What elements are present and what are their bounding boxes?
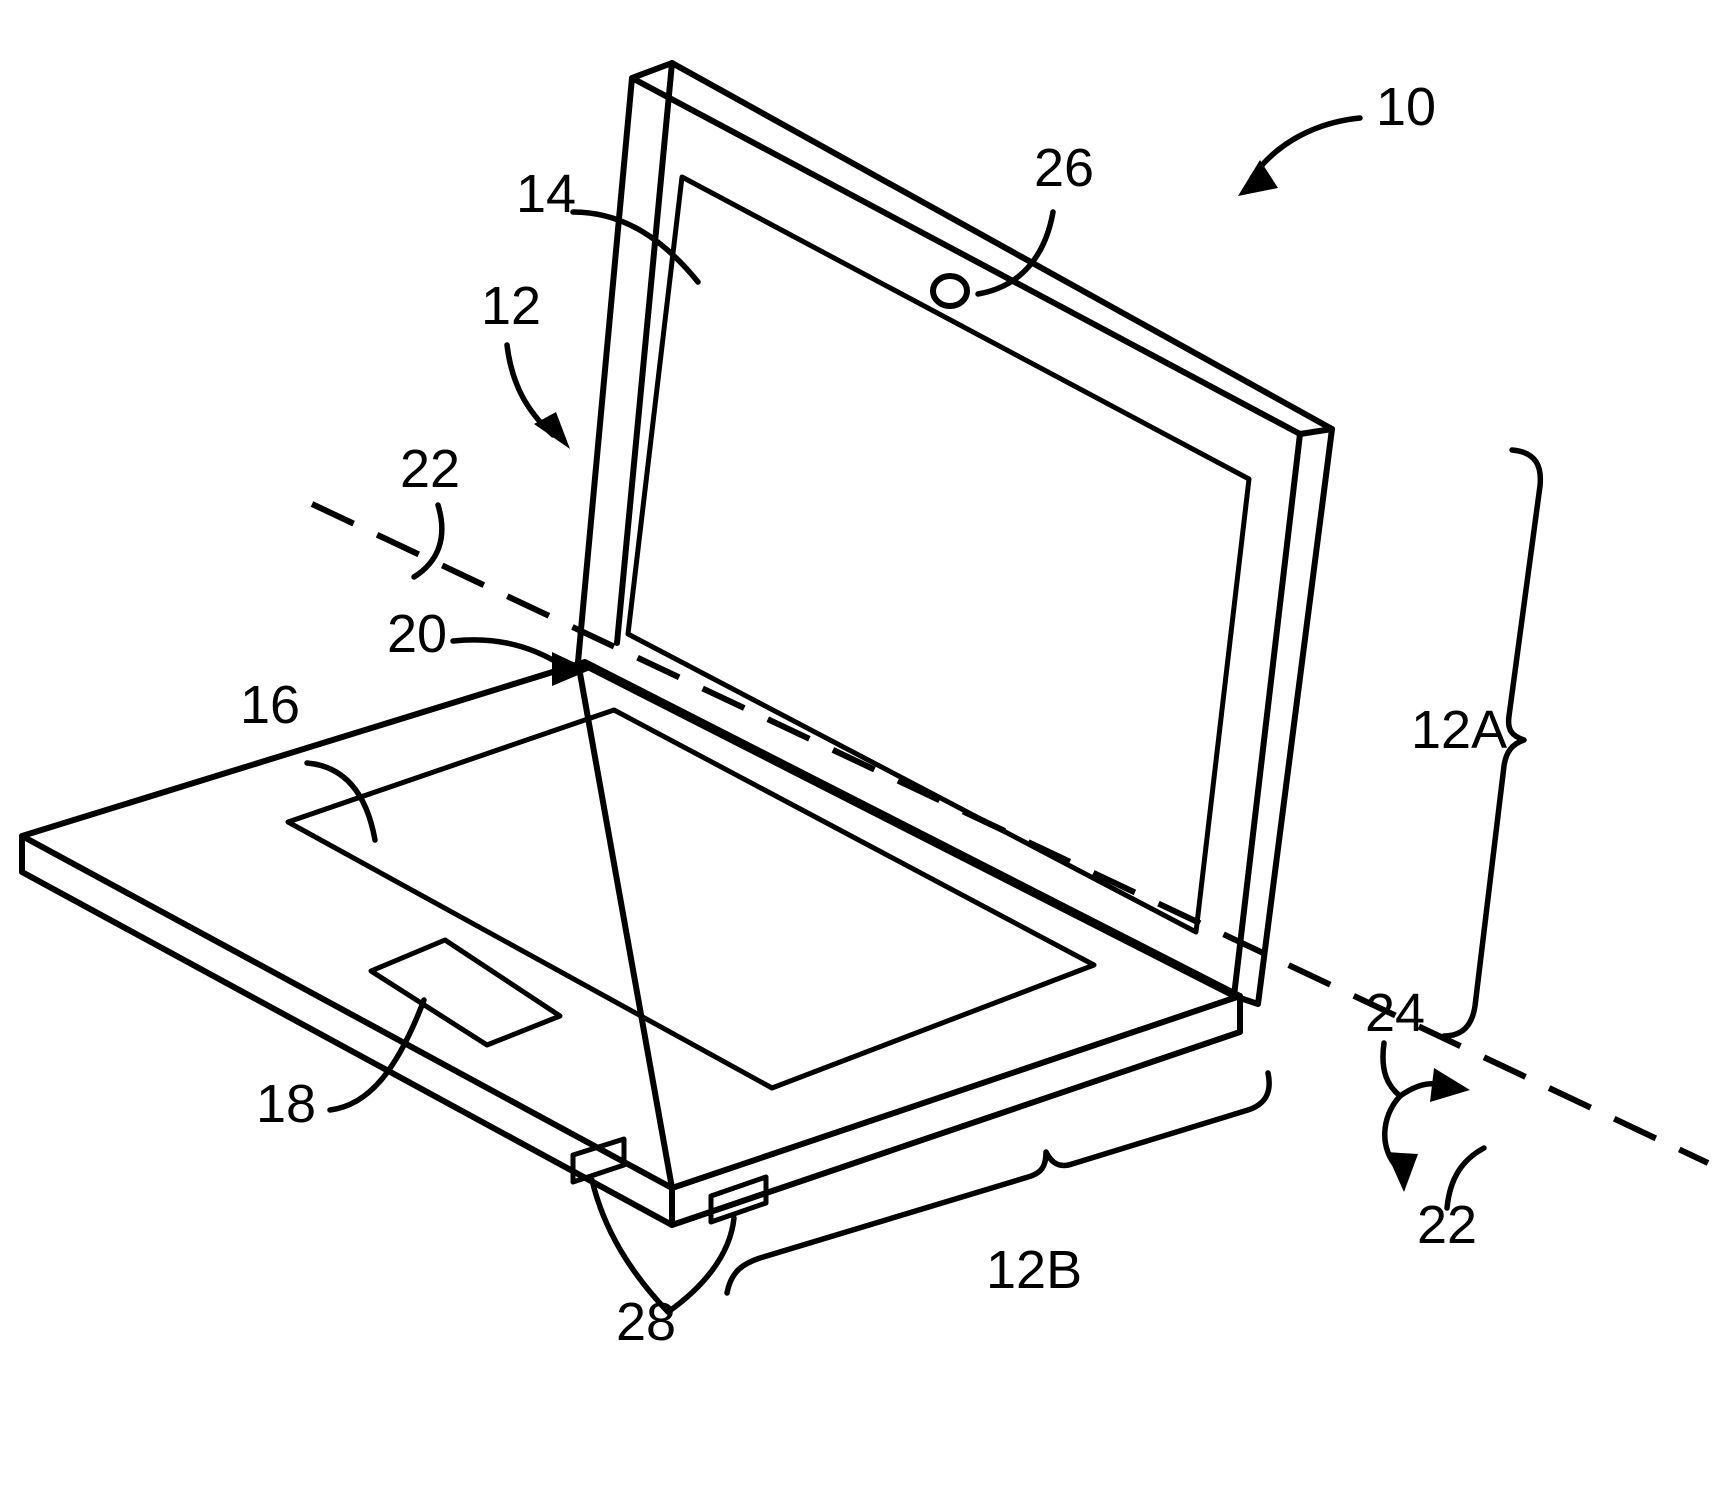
callout-28: 28 [589,1177,737,1352]
callout-24: 24 [1365,983,1470,1192]
reference-numeral-24-text: 24 [1365,983,1425,1043]
reference-numeral-10-text: 10 [1376,77,1436,137]
reference-numeral-22-upper-text: 22 [400,439,460,499]
hinge [575,659,675,1191]
callout-16: 16 [240,675,378,843]
callout-12A: 12A [1411,447,1544,1039]
callout-10: 10 [1238,77,1436,196]
reference-numeral-18-text: 18 [256,1074,316,1134]
reference-numeral-12-text: 12 [481,276,541,336]
callout-12B: 12B [724,1070,1272,1300]
display-housing [575,60,1335,1007]
callout-14: 14 [516,164,701,285]
track-pad [368,937,563,1048]
keyboard-region [285,707,1097,1091]
reference-numeral-28-text: 28 [616,1292,676,1352]
reference-numeral-12B-text: 12B [986,1240,1082,1300]
callout-12: 12 [481,276,570,449]
rotational-axis-line [310,501,1710,1166]
reference-numeral-26-text: 26 [1034,138,1094,198]
camera-opening [930,273,970,309]
callout-22-upper: 22 [400,439,460,580]
io-port-right [708,1174,769,1225]
reference-numeral-12A-text: 12A [1411,700,1507,760]
io-port-left [570,1136,627,1185]
callout-20: 20 [387,604,590,686]
callout-26: 26 [975,138,1094,297]
callout-18: 18 [256,997,427,1134]
callout-22-lower: 22 [1417,1145,1487,1255]
reference-numeral-20-text: 20 [387,604,447,664]
reference-numeral-22-lower-text: 22 [1417,1195,1477,1255]
display-screen [625,174,1252,935]
reference-numeral-14-text: 14 [516,164,576,224]
reference-numeral-16-text: 16 [240,675,300,735]
